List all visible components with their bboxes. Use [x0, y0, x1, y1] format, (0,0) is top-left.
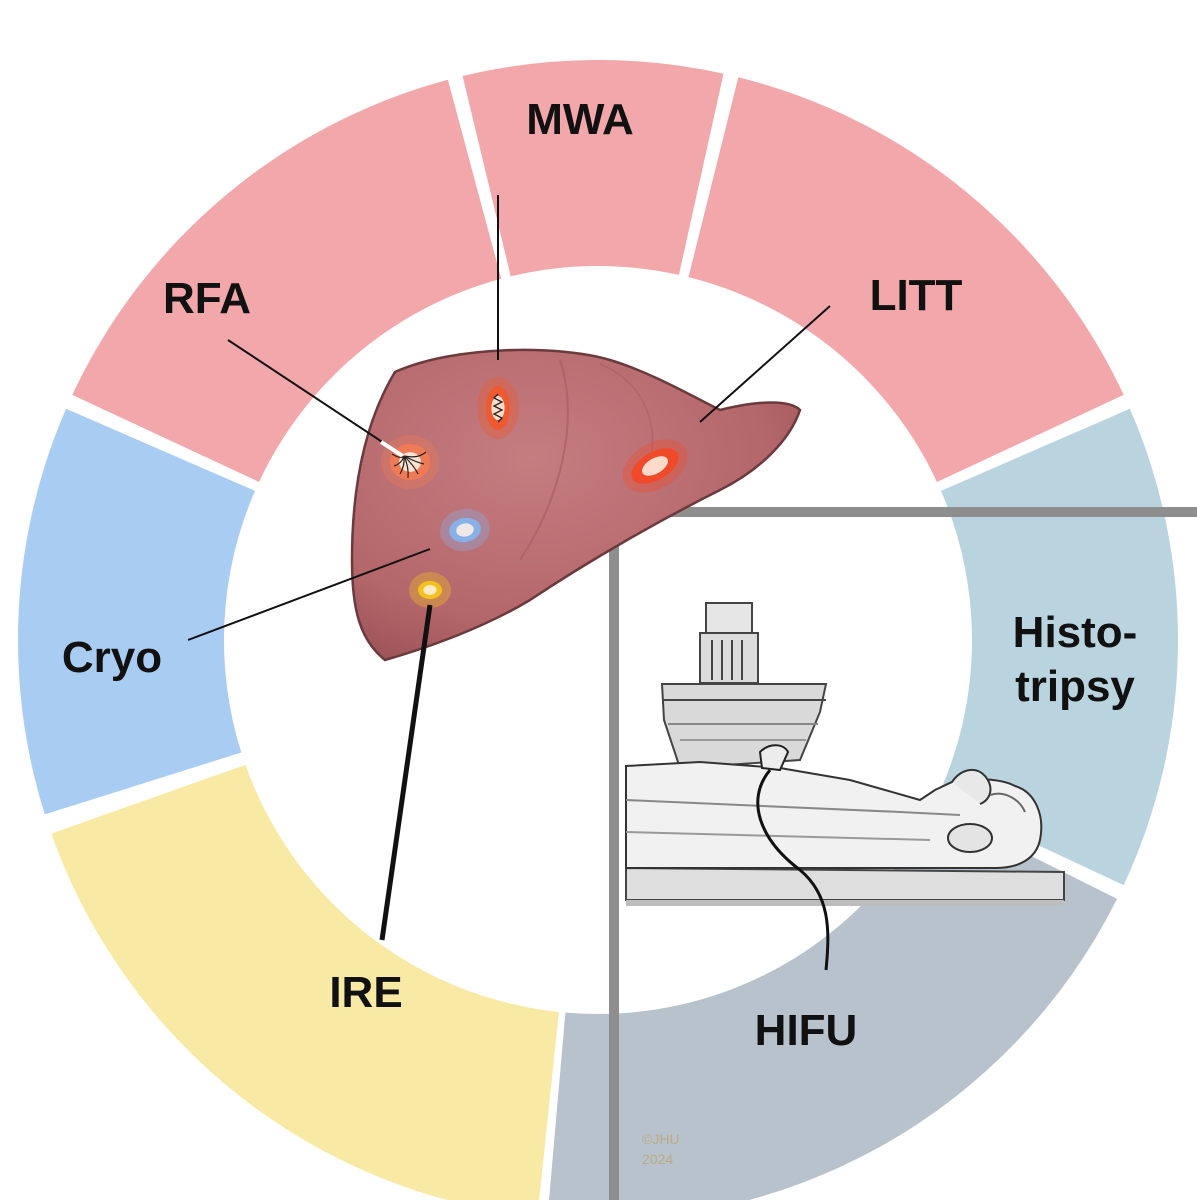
ire-label: IRE — [329, 968, 402, 1017]
cryo-segment — [17, 408, 256, 815]
ire-probe-line — [379, 604, 433, 941]
rfa-label: RFA — [163, 274, 251, 323]
histotripsy-label-line1: Histo- — [1013, 608, 1138, 657]
histotripsy-label-line2: tripsy — [1015, 662, 1135, 711]
copyright-line1: ©JHU — [642, 1131, 680, 1147]
cryo-label: Cryo — [62, 633, 162, 682]
mwa-antenna-icon — [492, 393, 504, 423]
panel-frame — [609, 507, 1197, 1200]
patient-table — [625, 866, 1065, 906]
litt-label: LITT — [870, 271, 963, 320]
ultrasound-transducer-icon — [660, 602, 828, 770]
leader-lines — [187, 195, 831, 941]
mwa-segment — [462, 59, 724, 277]
histotripsy-segment — [936, 408, 1178, 886]
litt-lesion — [622, 439, 688, 493]
liver-shape — [350, 348, 802, 662]
rfa-segment — [72, 79, 502, 482]
cryo-leader-line — [187, 548, 431, 641]
hifu-label: HIFU — [755, 1006, 858, 1055]
hifu-probe-icon — [756, 744, 830, 971]
rfa-leader-line — [227, 339, 403, 456]
mwa-label: MWA — [526, 95, 634, 144]
probe-tips — [380, 440, 404, 458]
hifu-histotripsy-panel — [609, 507, 1197, 1200]
rfa-tines-icon — [391, 451, 427, 479]
ire-segment — [51, 764, 559, 1200]
litt-leader-line — [699, 305, 831, 423]
copyright-line2: 2024 — [642, 1151, 673, 1167]
litt-segment — [688, 77, 1124, 482]
patient-figure — [625, 760, 1043, 869]
liver-illustration — [350, 348, 802, 662]
ire-lesion — [409, 572, 451, 608]
cryo-lesion — [440, 508, 490, 552]
